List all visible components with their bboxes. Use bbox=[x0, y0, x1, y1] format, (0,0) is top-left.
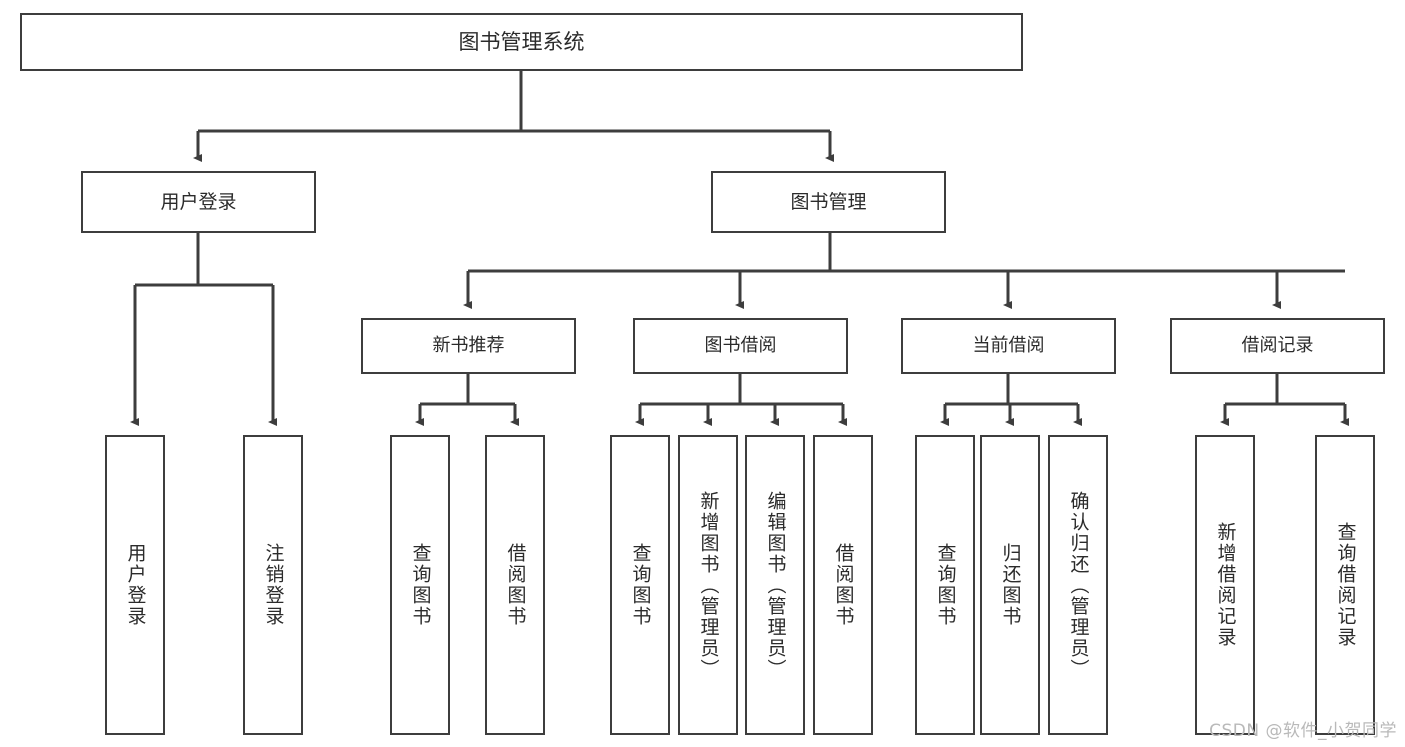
node-leaf-user-login-label: 用户登录 bbox=[124, 543, 147, 627]
node-leaf-add-book-label: 新增图书（管理员） bbox=[697, 490, 720, 680]
node-leaf-edit-book-label: 编辑图书（管理员） bbox=[764, 490, 787, 680]
node-book-manage[interactable]: 图书管理 bbox=[711, 171, 946, 233]
node-leaf-return-book-label: 归还图书 bbox=[999, 543, 1022, 627]
node-leaf-edit-book[interactable]: 编辑图书（管理员） bbox=[745, 435, 805, 735]
node-leaf-logout-label: 注销登录 bbox=[262, 543, 285, 627]
node-current-borrow[interactable]: 当前借阅 bbox=[901, 318, 1116, 374]
node-root[interactable]: 图书管理系统 bbox=[20, 13, 1023, 71]
node-leaf-confirm-return[interactable]: 确认归还（管理员） bbox=[1048, 435, 1108, 735]
node-leaf-borrow-book-2-label: 借阅图书 bbox=[832, 543, 855, 627]
node-leaf-query-book-1-label: 查询图书 bbox=[409, 543, 432, 627]
node-root-label: 图书管理系统 bbox=[458, 29, 585, 54]
node-leaf-query-book-1[interactable]: 查询图书 bbox=[390, 435, 450, 735]
node-new-book-rec-label: 新书推荐 bbox=[432, 335, 505, 357]
node-book-manage-label: 图书管理 bbox=[790, 190, 867, 213]
node-book-borrow[interactable]: 图书借阅 bbox=[633, 318, 848, 374]
node-leaf-borrow-book-1-label: 借阅图书 bbox=[504, 543, 527, 627]
node-leaf-query-book-2[interactable]: 查询图书 bbox=[610, 435, 670, 735]
node-leaf-query-book-2-label: 查询图书 bbox=[629, 543, 652, 627]
node-leaf-query-record-label: 查询借阅记录 bbox=[1334, 522, 1357, 648]
node-current-borrow-label: 当前借阅 bbox=[972, 335, 1045, 357]
node-leaf-borrow-book-1[interactable]: 借阅图书 bbox=[485, 435, 545, 735]
watermark-text: CSDN @软件_小贺同学 bbox=[1209, 721, 1397, 741]
node-leaf-logout[interactable]: 注销登录 bbox=[243, 435, 303, 735]
node-leaf-query-record[interactable]: 查询借阅记录 bbox=[1315, 435, 1375, 735]
node-leaf-add-book[interactable]: 新增图书（管理员） bbox=[678, 435, 738, 735]
node-borrow-record-label: 借阅记录 bbox=[1241, 335, 1314, 357]
node-leaf-add-record-label: 新增借阅记录 bbox=[1214, 522, 1237, 648]
node-leaf-query-book-3[interactable]: 查询图书 bbox=[915, 435, 975, 735]
node-new-book-rec[interactable]: 新书推荐 bbox=[361, 318, 576, 374]
node-user-login-label: 用户登录 bbox=[160, 190, 237, 213]
node-book-borrow-label: 图书借阅 bbox=[704, 335, 777, 357]
node-leaf-user-login[interactable]: 用户登录 bbox=[105, 435, 165, 735]
node-leaf-query-book-3-label: 查询图书 bbox=[934, 543, 957, 627]
node-leaf-add-record[interactable]: 新增借阅记录 bbox=[1195, 435, 1255, 735]
node-user-login[interactable]: 用户登录 bbox=[81, 171, 316, 233]
node-leaf-borrow-book-2[interactable]: 借阅图书 bbox=[813, 435, 873, 735]
node-leaf-return-book[interactable]: 归还图书 bbox=[980, 435, 1040, 735]
node-leaf-confirm-return-label: 确认归还（管理员） bbox=[1067, 490, 1090, 680]
node-borrow-record[interactable]: 借阅记录 bbox=[1170, 318, 1385, 374]
